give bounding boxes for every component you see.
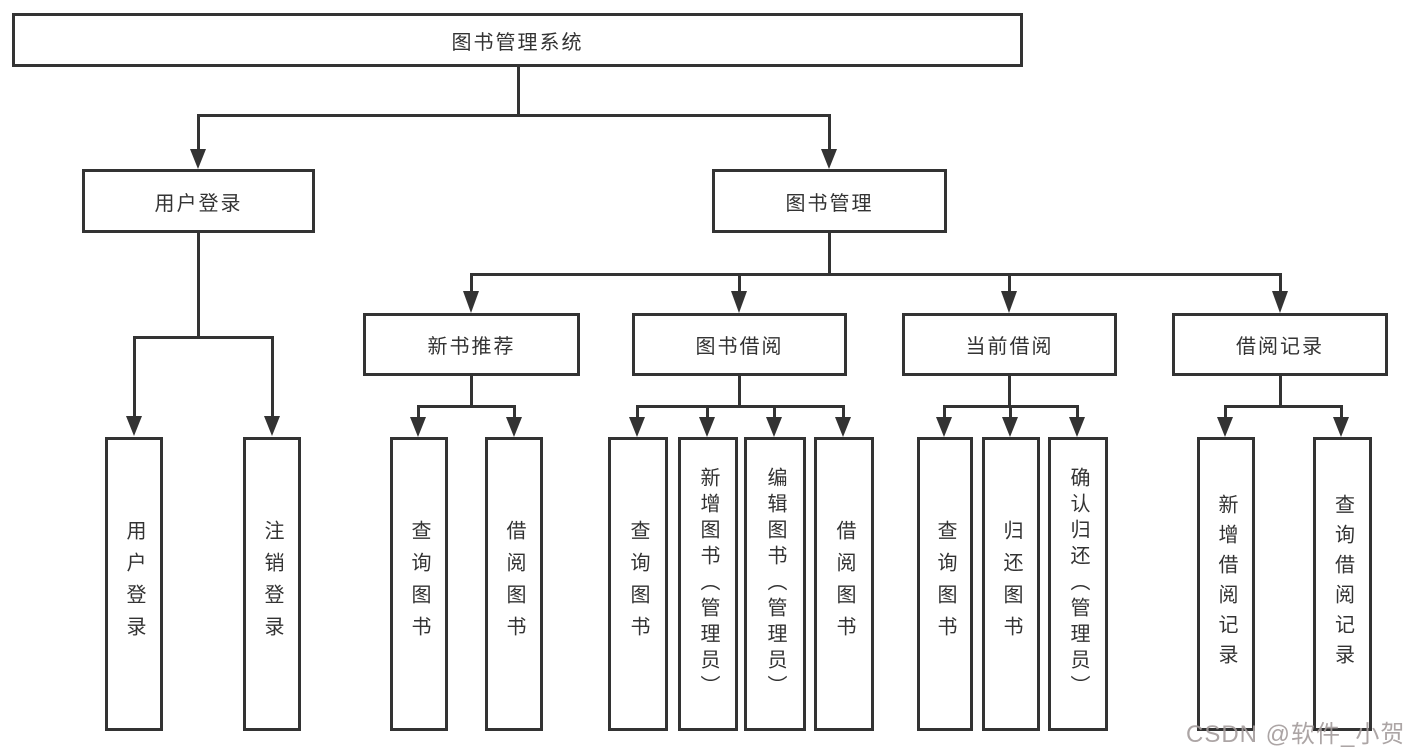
node-new-book-recommend: 新书推荐 <box>363 313 580 376</box>
node-book-management: 图书管理 <box>712 169 947 233</box>
leaf-edit-books-admin: 编辑图书（管理员） <box>744 437 806 731</box>
watermark: CSDN @软件_小贺同学 <box>1186 721 1405 747</box>
arrowhead-down-icon <box>410 417 426 437</box>
leaf-query-borrow-record-label: 查询借阅记录 <box>1331 494 1354 674</box>
arrowhead-down-icon <box>1001 291 1017 313</box>
connector-drop-leaf <box>842 405 845 420</box>
arrowhead-down-icon <box>1069 417 1085 437</box>
connector-root-stem <box>517 67 520 114</box>
connector-records-stem <box>1279 376 1282 405</box>
arrowhead-down-icon <box>835 417 851 437</box>
leaf-query-borrow-record: 查询借阅记录 <box>1313 437 1372 731</box>
arrowhead-down-icon <box>506 417 522 437</box>
leaf-current-query-books: 查询图书 <box>917 437 973 731</box>
arrowhead-down-icon <box>126 416 142 436</box>
connector-borrow-hline <box>636 405 845 408</box>
connector-recommend-hline <box>417 405 516 408</box>
leaf-add-borrow-record: 新增借阅记录 <box>1197 437 1255 731</box>
connector-mgmt-stem <box>828 233 831 273</box>
connector-drop-leaf <box>773 405 776 420</box>
leaf-add-books-admin: 新增图书（管理员） <box>678 437 738 731</box>
leaf-current-query-books-label: 查询图书 <box>934 520 956 648</box>
leaf-edit-books-admin-label: 编辑图书（管理员） <box>764 467 786 701</box>
connector-drop-leaf <box>636 405 639 420</box>
connector-recommend-stem <box>470 376 473 405</box>
connector-drop-book-management <box>828 114 831 152</box>
arrowhead-down-icon <box>821 149 837 169</box>
node-user-login: 用户登录 <box>82 169 315 233</box>
arrowhead-down-icon <box>190 149 206 169</box>
leaf-add-borrow-record-label: 新增借阅记录 <box>1215 494 1237 674</box>
leaf-logout-label: 注销登录 <box>261 520 283 648</box>
connector-user-stem <box>197 233 200 336</box>
node-book-borrow: 图书借阅 <box>632 313 847 376</box>
leaf-borrow-query-books: 查询图书 <box>608 437 668 731</box>
leaf-borrow-books: 借阅图书 <box>814 437 874 731</box>
arrowhead-down-icon <box>1002 417 1018 437</box>
node-current-borrow-label: 当前借阅 <box>965 336 1054 358</box>
connector-drop-level3 <box>1008 273 1011 295</box>
connector-drop-level3 <box>470 273 473 295</box>
leaf-logout: 注销登录 <box>243 437 301 731</box>
arrowhead-down-icon <box>1333 417 1349 437</box>
connector-user-hline <box>133 336 274 339</box>
arrowhead-down-icon <box>1217 417 1233 437</box>
arrowhead-down-icon <box>463 291 479 313</box>
node-new-book-recommend-label: 新书推荐 <box>427 336 516 358</box>
connector-drop-leaf <box>513 405 516 420</box>
connector-drop-leaf <box>706 405 709 420</box>
leaf-return-books: 归还图书 <box>982 437 1040 731</box>
arrowhead-down-icon <box>936 417 952 437</box>
connector-drop-leaf <box>271 336 274 418</box>
connector-drop-leaf <box>943 405 946 420</box>
connector-drop-leaf <box>1340 405 1343 420</box>
connector-records-hline <box>1224 405 1343 408</box>
arrowhead-down-icon <box>1272 291 1288 313</box>
leaf-borrow-books-label: 借阅图书 <box>833 520 855 648</box>
connector-drop-leaf <box>417 405 420 420</box>
node-root-label: 图书管理系统 <box>451 31 584 54</box>
node-book-borrow-label: 图书借阅 <box>695 336 784 358</box>
leaf-user-login-label: 用户登录 <box>123 520 145 648</box>
leaf-recommend-borrow-books: 借阅图书 <box>485 437 543 731</box>
node-book-management-label: 图书管理 <box>785 192 874 215</box>
arrowhead-down-icon <box>629 417 645 437</box>
leaf-recommend-query-books: 查询图书 <box>390 437 448 731</box>
connector-drop-user-login <box>197 114 200 152</box>
leaf-return-books-label: 归还图书 <box>1000 520 1022 648</box>
connector-mgmt-hline <box>470 273 1282 276</box>
leaf-recommend-query-books-label: 查询图书 <box>408 520 430 648</box>
leaf-confirm-return-admin: 确认归还（管理员） <box>1048 437 1108 731</box>
connector-drop-leaf <box>1224 405 1227 420</box>
arrowhead-down-icon <box>731 291 747 313</box>
arrowhead-down-icon <box>264 416 280 436</box>
connector-drop-leaf <box>1009 405 1012 420</box>
node-borrow-records-label: 借阅记录 <box>1236 336 1324 358</box>
node-current-borrow: 当前借阅 <box>902 313 1117 376</box>
arrowhead-down-icon <box>699 417 715 437</box>
connector-drop-level3 <box>738 273 741 295</box>
connector-drop-leaf <box>133 336 136 418</box>
connector-root-hline <box>197 114 831 117</box>
leaf-user-login: 用户登录 <box>105 437 163 731</box>
leaf-confirm-return-admin-label: 确认归还（管理员） <box>1067 467 1089 701</box>
node-borrow-records: 借阅记录 <box>1172 313 1388 376</box>
arrowhead-down-icon <box>766 417 782 437</box>
node-user-login-label: 用户登录 <box>154 192 243 215</box>
connector-drop-leaf <box>1076 405 1079 420</box>
leaf-recommend-borrow-books-label: 借阅图书 <box>503 520 525 648</box>
node-root: 图书管理系统 <box>12 13 1023 67</box>
connector-drop-level3 <box>1279 273 1282 295</box>
leaf-add-books-admin-label: 新增图书（管理员） <box>697 467 719 701</box>
leaf-borrow-query-books-label: 查询图书 <box>627 520 649 648</box>
connector-current-stem <box>1008 376 1011 405</box>
connector-borrow-stem <box>738 376 741 405</box>
